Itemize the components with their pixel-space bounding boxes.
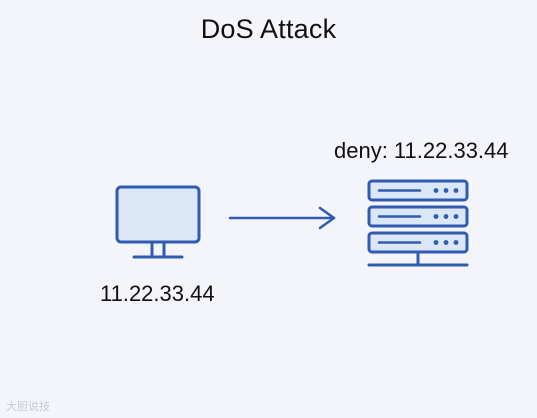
server-led [433, 214, 439, 219]
server-led [443, 240, 449, 245]
server-led [453, 188, 459, 193]
server-led [453, 240, 459, 245]
server-led [453, 214, 459, 219]
arrow-right-icon [228, 206, 336, 230]
diagram-title: DoS Attack [200, 14, 337, 44]
monitor-screen [115, 185, 201, 244]
monitor-icon [115, 185, 201, 259]
server-led [433, 188, 439, 193]
server-led [433, 240, 439, 245]
server-deny-label: deny: 11.22.33.44 [334, 138, 509, 163]
arrow-head [318, 206, 336, 230]
server-led [443, 188, 449, 193]
server-led [443, 214, 449, 219]
watermark-text: 大胆说技 [6, 401, 50, 413]
server-rack-icon [367, 179, 469, 267]
client-ip-label: 11.22.33.44 [100, 281, 215, 306]
